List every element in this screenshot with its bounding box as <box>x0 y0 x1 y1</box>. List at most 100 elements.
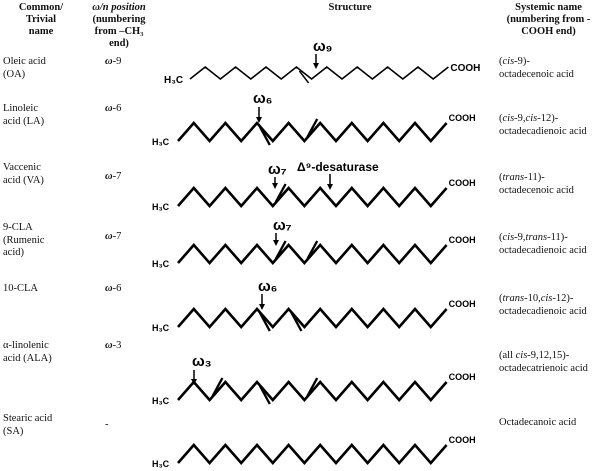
arrow-head <box>327 184 333 190</box>
common-name-line: (OA) <box>3 68 26 80</box>
omega-position: ω-7 <box>105 171 122 182</box>
ch3-group-label: H₃C <box>164 75 183 86</box>
arrow-head <box>313 63 319 69</box>
systemic-name-line: octadecenoic acid <box>499 68 574 80</box>
common-name-line: acid (LA) <box>3 115 45 127</box>
common-name-line: (Rumenic <box>3 234 45 246</box>
arrow-head <box>256 117 262 123</box>
systemic-name-line: (cis-9,cis-12)- <box>499 113 559 124</box>
double-bond <box>258 126 271 146</box>
systemic-name-line: (trans-10,cis-12)- <box>499 293 574 304</box>
omega-symbol: ω <box>105 103 113 114</box>
common-name-line: Linoleic <box>3 103 38 114</box>
systemic-name-line: (cis-9)- <box>499 56 530 67</box>
common-name-line: Oleic acid <box>3 56 46 67</box>
systemic-name: (cis-9,trans-11)-octadecadienoic acid <box>499 232 600 257</box>
omega-position: ω-6 <box>105 283 122 294</box>
systemic-name-line: Octadecanoic acid <box>499 417 577 428</box>
omega-label: ω₆ <box>258 278 277 295</box>
double-bond <box>306 377 319 397</box>
double-bond <box>274 183 287 203</box>
cooh-group-label: COOH <box>449 372 476 382</box>
header-structure: Structure <box>328 2 372 13</box>
omega-symbol: ω <box>105 231 113 242</box>
ch3-group-label: H₃C <box>152 396 170 406</box>
systemic-name-line: octadecatrienoic acid <box>499 362 588 374</box>
header-omega-position: ω/n position (numbering from –CH₃ end) <box>84 2 154 50</box>
header-systemic-line: Systemic name <box>515 2 582 13</box>
omega-symbol: ω <box>105 340 113 351</box>
cooh-group-label: COOH <box>449 435 476 445</box>
systemic-name: (trans-10,cis-12)-octadecadienoic acid <box>499 293 600 318</box>
systemic-name-line: (all cis-9,12,15)- <box>499 350 570 361</box>
carbon-chain <box>189 65 449 81</box>
systemic-name: (cis-9,cis-12)-octadecadienoic acid <box>499 113 600 138</box>
cooh-group-label: COOH <box>449 235 476 245</box>
carbon-chain <box>177 380 448 402</box>
systemic-name: (trans-11)-octadecenoic acid <box>499 172 600 197</box>
common-name-line: α-linolenic <box>3 340 49 351</box>
common-name-line: acid) <box>3 247 24 258</box>
common-name-line: 10-CLA <box>3 283 38 294</box>
common-name: 10-CLA <box>3 283 83 296</box>
systemic-name-line: octadecadienoic acid <box>499 305 587 317</box>
omega-symbol: ω <box>105 283 113 294</box>
double-bond <box>258 385 271 405</box>
systemic-name: (cis-9)-octadecenoic acid <box>499 56 600 81</box>
common-name-line: Stearic acid <box>3 413 53 424</box>
double-bond <box>306 118 319 138</box>
omega-position: ω-7 <box>105 231 122 242</box>
double-bond <box>258 312 271 332</box>
common-name-line: acid (ALA) <box>3 352 52 364</box>
common-name-line: acid (VA) <box>3 174 44 186</box>
omega-label: ω₇ <box>268 161 287 178</box>
desaturase-label: Δ⁹-desaturase <box>297 160 379 174</box>
ch3-group-label: H₃C <box>152 259 170 269</box>
systemic-name: (all cis-9,12,15)-octadecatrienoic acid <box>499 350 600 375</box>
common-name: Oleic acid(OA) <box>3 56 83 81</box>
cooh-group-label: COOH <box>450 63 480 74</box>
common-name-line: Vaccenic <box>3 162 41 173</box>
systemic-name-line: octadecenoic acid <box>499 184 574 196</box>
omega-position: - <box>105 419 109 430</box>
cooh-group-label: COOH <box>449 178 476 188</box>
header-systemic-name: Systemic name (numbering from - COOH end… <box>497 2 600 38</box>
double-bond <box>274 240 287 260</box>
structure-drawings: H₃C COOH ω₉ H₃C COOH ω₆ H₃C COOH ω₇ Δ⁹-desaturase… <box>152 38 480 469</box>
header-common-name-line: name <box>28 26 54 37</box>
omega-position: ω-6 <box>105 103 122 114</box>
systemic-name-line: octadecadienoic acid <box>499 125 587 137</box>
arrow-head <box>272 183 278 189</box>
header-common-name: Common/ Trivial name <box>2 2 80 38</box>
ch3-group-label: H₃C <box>152 202 170 212</box>
double-bond <box>298 70 310 84</box>
double-bond <box>211 377 224 397</box>
carbon-chain <box>177 307 448 329</box>
carbon-chain <box>177 121 448 143</box>
omega-symbol: ω <box>105 171 113 182</box>
header-omega-line: (numbering <box>92 14 146 25</box>
systemic-name-line: octadecadienoic acid <box>499 244 587 256</box>
arrow-head <box>191 379 197 385</box>
carbon-chain <box>177 186 448 208</box>
header-systemic-line: COOH end) <box>521 26 576 37</box>
double-bond <box>306 240 319 260</box>
cooh-group-label: COOH <box>449 113 476 123</box>
omega-label: ω₉ <box>313 38 332 55</box>
carbon-chain <box>177 443 448 465</box>
arrow-head <box>259 304 265 310</box>
common-name-line: 9-CLA <box>3 222 33 233</box>
omega-label: ω₃ <box>192 353 212 370</box>
arrow-head <box>273 240 279 246</box>
ch3-group-label: H₃C <box>152 137 170 147</box>
header-common-name-line: Trivial <box>25 14 57 25</box>
common-name: Stearic acid(SA) <box>3 413 83 438</box>
omega-position: ω-3 <box>105 340 122 351</box>
cooh-group-label: COOH <box>449 299 476 309</box>
systemic-name-line: (cis-9,trans-11)- <box>499 232 568 243</box>
header-omega-line: ω/n position <box>92 2 146 13</box>
